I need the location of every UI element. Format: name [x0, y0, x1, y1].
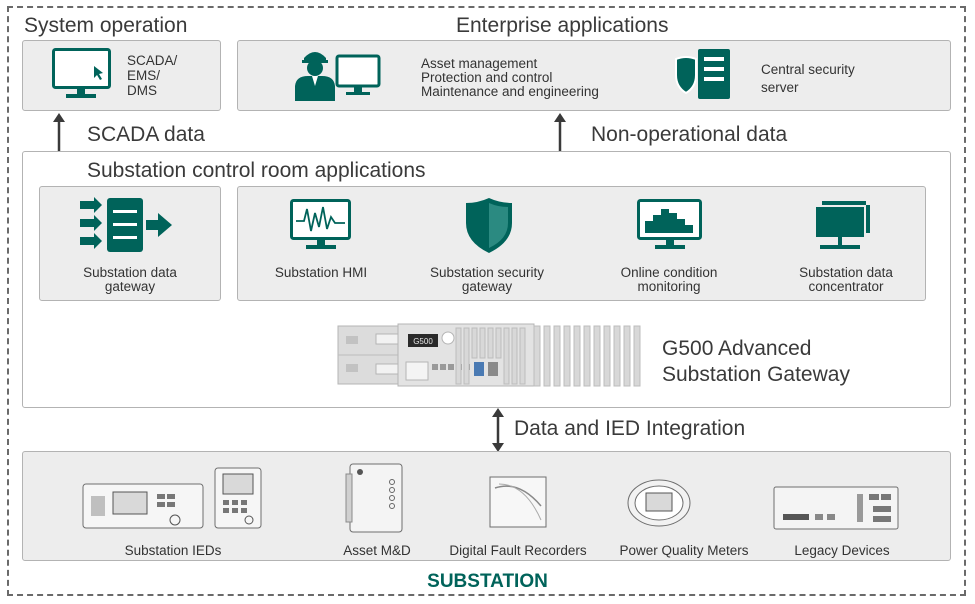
data-gateway-icon — [80, 197, 172, 252]
g500-screen-text: G500 — [413, 337, 433, 346]
device-label-substation-ieds: Substation IEDs — [124, 543, 222, 558]
digital-fault-recorder-image — [489, 476, 547, 528]
condition-monitor-icon — [637, 199, 702, 249]
device-label-power-quality-meters: Power Quality Meters — [619, 543, 749, 558]
enterprise-app-item: Asset management — [421, 56, 538, 71]
enterprise-app-item: Protection and control — [421, 70, 553, 85]
substation-data-concentrator-label: Substation data concentrator — [799, 265, 893, 294]
substation-security-gateway-label: Substation security gateway — [429, 265, 545, 294]
substation-title: SUBSTATION — [427, 571, 548, 592]
substation-ieds-image — [82, 467, 262, 529]
device-label-asset-md: Asset M&D — [343, 543, 411, 558]
asset-md-image — [345, 463, 403, 533]
substation-boundary — [7, 6, 966, 596]
online-condition-monitoring-label: Online condition monitoring — [620, 265, 718, 294]
legacy-device-image — [773, 486, 899, 530]
device-label-legacy-devices: Legacy Devices — [794, 543, 890, 558]
hmi-monitor-icon — [290, 199, 351, 249]
shield-icon — [466, 198, 512, 253]
substation-data-gateway-label: Substation data gateway — [83, 265, 177, 294]
scada-monitor-icon — [52, 48, 111, 98]
g500-device-image: G500 — [337, 323, 641, 387]
g500-device-name: G500 Advanced Substation Gateway — [662, 337, 850, 386]
device-label-digital-fault-recorders: Digital Fault Recorders — [449, 543, 587, 558]
enterprise-app-item: Maintenance and engineering — [421, 84, 599, 99]
engineer-workstation-icon — [295, 52, 381, 101]
central-security-server-label: Central security server — [761, 62, 855, 95]
network-folder-icon — [816, 201, 870, 249]
ied-integration-label: Data and IED Integration — [514, 417, 746, 440]
control-room-apps-box — [237, 186, 926, 301]
system-operation-title: System operation — [24, 14, 188, 37]
power-quality-meter-image — [627, 479, 691, 527]
ied-integration-arrow — [492, 408, 504, 452]
scada-ems-dms-label: SCADA/ EMS/ DMS — [127, 53, 178, 98]
control-room-title: Substation control room applications — [87, 159, 426, 182]
enterprise-title: Enterprise applications — [456, 14, 669, 37]
enterprise-app-list: Asset management Protection and control … — [421, 57, 599, 99]
scada-data-label: SCADA data — [87, 123, 205, 146]
central-security-server-icon — [675, 49, 730, 99]
substation-hmi-label: Substation HMI — [274, 265, 368, 280]
non-operational-data-label: Non-operational data — [591, 123, 788, 146]
